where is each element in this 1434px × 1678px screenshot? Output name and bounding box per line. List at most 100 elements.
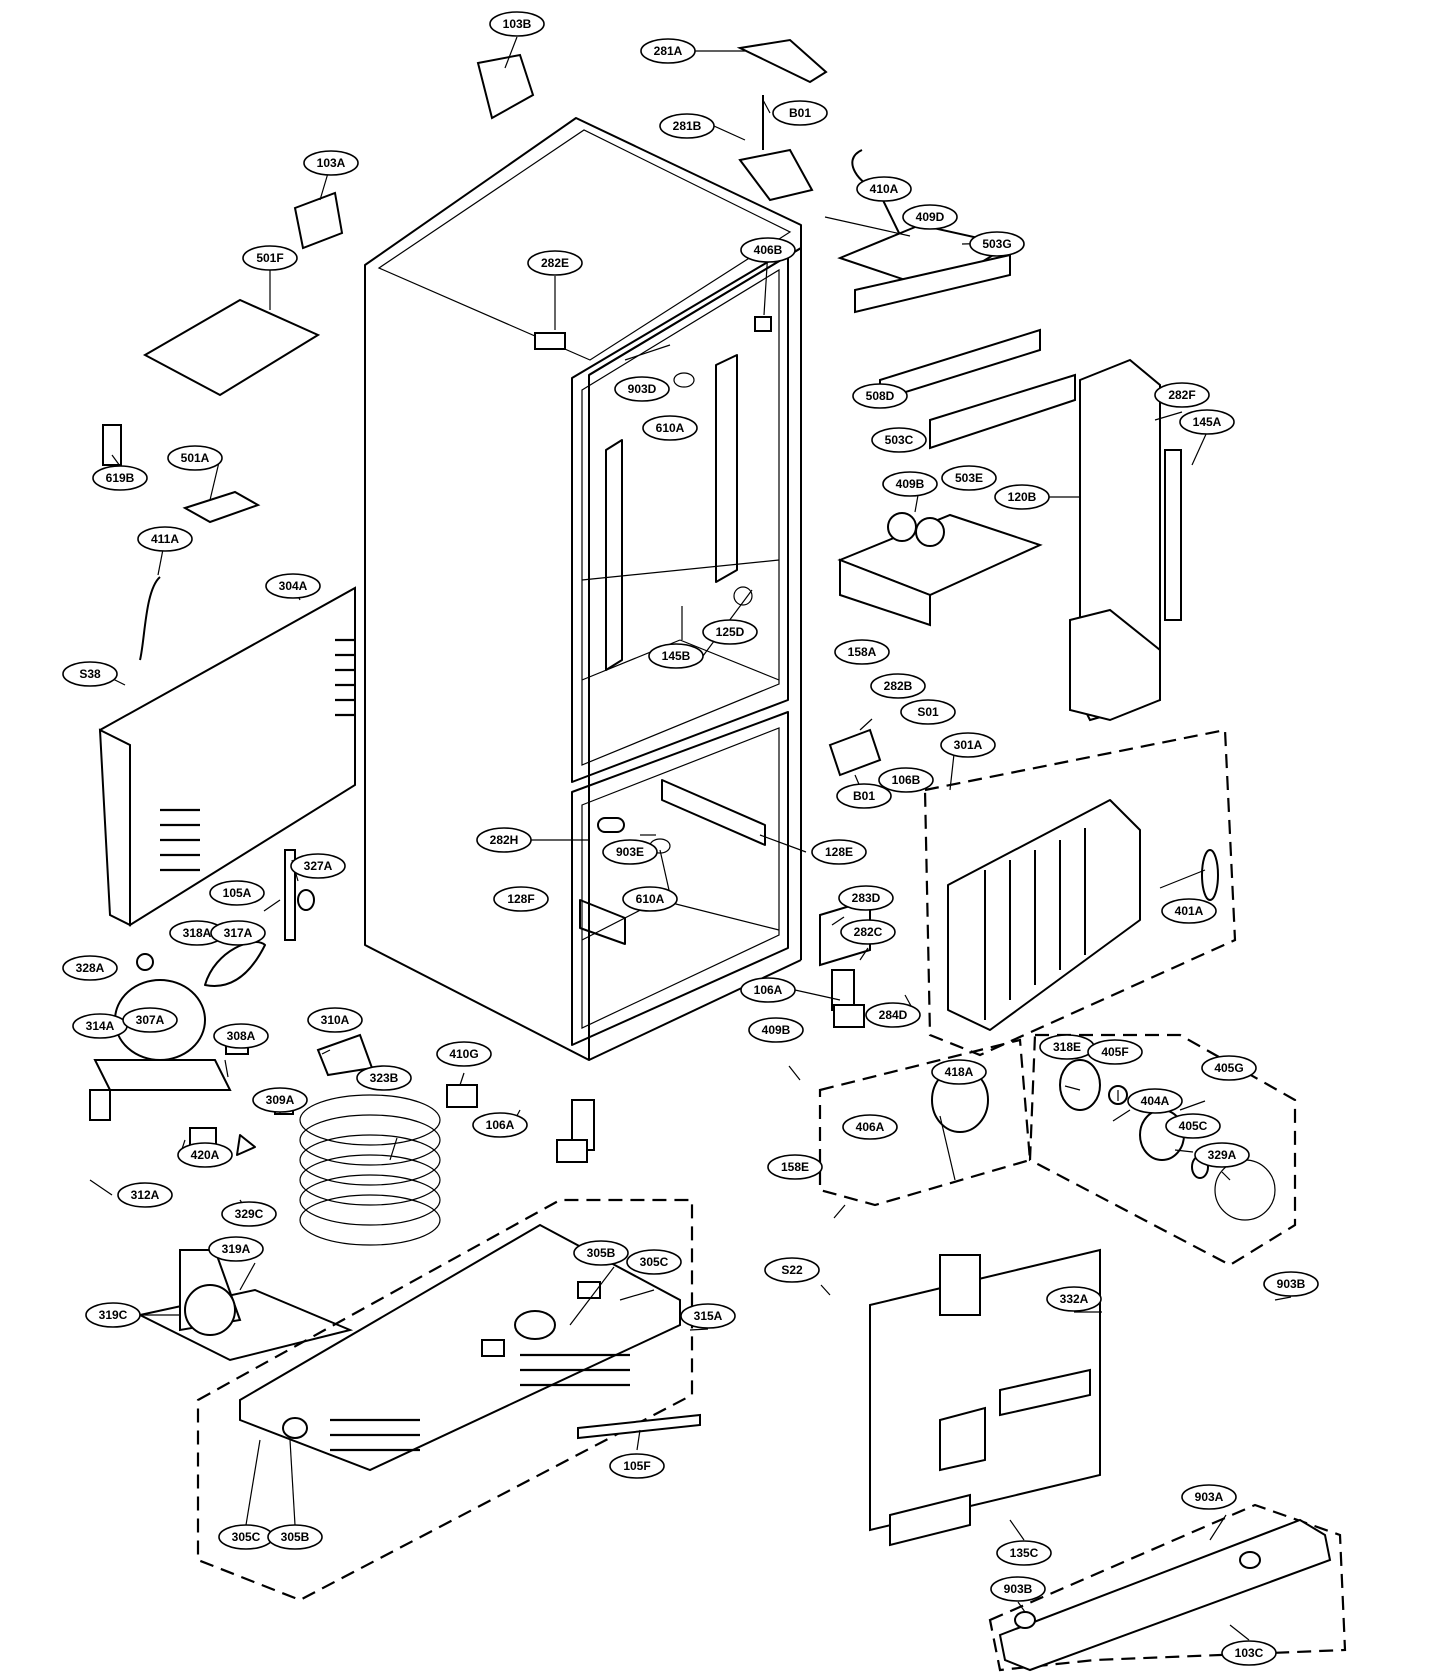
callout-text: 158A (848, 645, 877, 659)
callout-bubble (122, 1007, 178, 1033)
callout-106ab: 106A (472, 1112, 528, 1138)
callout-105a: 105A (209, 880, 265, 906)
callout-bubble (1127, 1088, 1183, 1114)
cabinet (364, 117, 802, 1061)
callout-329c: 329C (221, 1201, 277, 1227)
callout-text: 120B (1008, 490, 1037, 504)
callout-text: 501F (256, 251, 283, 265)
callout-text: 610A (656, 421, 685, 435)
callout-bubble (1201, 1055, 1257, 1081)
callout-text: 332A (1060, 1292, 1089, 1306)
callout-text: 329C (235, 1207, 264, 1221)
callout-text: 315A (694, 1309, 723, 1323)
machine-cover (98, 586, 356, 927)
callout-501f: 501F (242, 245, 298, 271)
callout-text: 106A (486, 1118, 515, 1132)
callout-145a: 145A (1179, 409, 1235, 435)
callout-text: 318E (1053, 1040, 1081, 1054)
callout-281b: 281B (659, 113, 715, 139)
callout-bubble (265, 573, 321, 599)
callout-312a: 312A (117, 1182, 173, 1208)
callout-text: 282H (490, 833, 519, 847)
callout-158a: 158A (834, 639, 890, 665)
callout-b01a: B01 (772, 100, 828, 126)
callout-282b: 282B (870, 673, 926, 699)
callout-bubble (493, 886, 549, 912)
callout-text: 281B (673, 119, 702, 133)
callout-text: 128F (507, 892, 534, 906)
drain-pan (137, 1249, 354, 1362)
callout-text: 282C (854, 925, 883, 939)
callout-bubble (290, 853, 346, 879)
callout-text: 317A (224, 926, 253, 940)
callout-text: 106A (754, 983, 783, 997)
callout-bubble (969, 231, 1025, 257)
callout-bubble (573, 1240, 629, 1266)
callout-301a: 301A (940, 732, 996, 758)
callout-text: 508D (866, 389, 895, 403)
callout-text: 405G (1214, 1061, 1243, 1075)
callout-282e: 282E (527, 250, 583, 276)
callout-105f: 105F (609, 1453, 665, 1479)
callout-text: 323B (370, 1071, 399, 1085)
callout-text: 409B (762, 1023, 791, 1037)
callout-bubble (1179, 409, 1235, 435)
callout-bubble (177, 1142, 233, 1168)
callout-text: 903A (1195, 1490, 1224, 1504)
callout-bubble (242, 245, 298, 271)
callout-bubble (62, 661, 118, 687)
callout-text: 903D (628, 382, 657, 396)
callout-405f: 405F (1087, 1039, 1143, 1065)
callout-bubble (842, 1114, 898, 1140)
callout-text: 135C (1010, 1546, 1039, 1560)
callout-bubble (838, 885, 894, 911)
callout-bubble (1046, 1286, 1102, 1312)
callout-903d: 903D (614, 376, 670, 402)
callout-619b: 619B (92, 465, 148, 491)
callout-bubble (659, 113, 715, 139)
callout-bubble (267, 1524, 323, 1550)
callout-text: 411A (151, 532, 179, 546)
callout-405c: 405C (1165, 1113, 1221, 1139)
callout-s01: S01 (900, 699, 956, 725)
callout-bubble (856, 176, 912, 202)
callout-text: 903B (1277, 1277, 1306, 1291)
callout-text: 145A (1193, 415, 1222, 429)
callout-328a: 328A (62, 955, 118, 981)
callout-307a: 307A (122, 1007, 178, 1033)
callout-103a: 103A (303, 150, 359, 176)
callout-305b: 305B (573, 1240, 629, 1266)
callout-text: 501A (181, 451, 210, 465)
callout-text: 105F (623, 1459, 650, 1473)
callout-bubble (902, 204, 958, 230)
callout-text: B01 (853, 789, 875, 803)
callout-314a: 314A (72, 1013, 128, 1039)
callout-bubble (1221, 1640, 1277, 1666)
callout-bubble (1161, 898, 1217, 924)
callout-text: 903E (616, 845, 644, 859)
callout-text: 103A (317, 156, 346, 170)
callout-text: 282F (1168, 388, 1195, 402)
callout-106b: 106B (878, 767, 934, 793)
callout-404a: 404A (1127, 1088, 1183, 1114)
callout-text: 404A (1141, 1094, 1170, 1108)
callout-text: 405F (1101, 1045, 1128, 1059)
callout-bubble (252, 1087, 308, 1113)
callout-bubble (772, 100, 828, 126)
callout-bubble (472, 1112, 528, 1138)
callout-bubble (870, 673, 926, 699)
callout-503g: 503G (969, 231, 1025, 257)
callout-bubble (640, 38, 696, 64)
callout-text: 610A (636, 892, 665, 906)
callout-120b: 120B (994, 484, 1050, 510)
callout-bubble (748, 1017, 804, 1043)
callout-bubble (213, 1023, 269, 1049)
callout-text: 125D (716, 625, 745, 639)
callout-text: 281A (654, 44, 683, 58)
callout-bubble (208, 1236, 264, 1262)
callout-bubble (941, 465, 997, 491)
callout-bubble (840, 919, 896, 945)
callout-309a: 309A (252, 1087, 308, 1113)
callout-bubble (436, 1041, 492, 1067)
callout-319c: 319C (85, 1302, 141, 1328)
